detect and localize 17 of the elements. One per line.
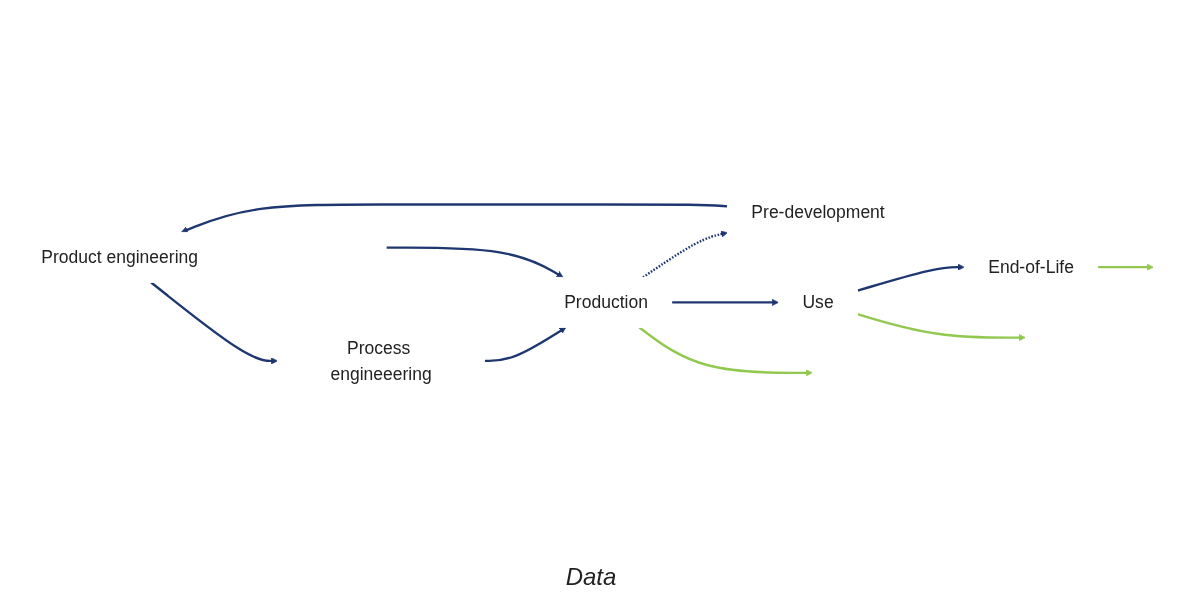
arrow	[484, 326, 567, 362]
arrow	[857, 263, 965, 292]
arrow	[1097, 263, 1154, 271]
node-text: Pre-development	[751, 202, 885, 223]
node-text: Production	[564, 292, 648, 313]
arrow	[671, 298, 779, 306]
node-text: Product engineering	[41, 247, 199, 268]
note-text: Data	[565, 563, 617, 591]
arrow	[386, 246, 564, 278]
arrow	[638, 326, 813, 377]
arrow	[642, 230, 728, 279]
arrow	[857, 312, 1026, 341]
node-text: End-of-Life	[988, 256, 1074, 277]
arrow	[180, 203, 728, 233]
node-text: Use	[802, 292, 834, 313]
node-text: Process engineeering	[330, 337, 432, 384]
arrow	[150, 281, 278, 365]
